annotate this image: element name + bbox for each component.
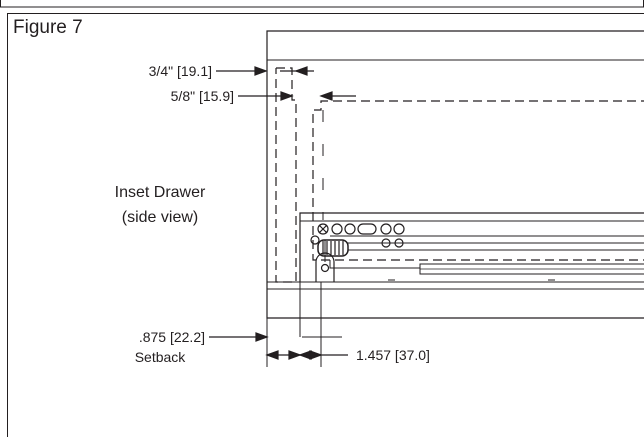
latch-pin bbox=[320, 263, 330, 273]
dim-label-bottom-width: 1.457 [37.0] bbox=[356, 347, 430, 363]
arrow-right bbox=[288, 350, 302, 360]
dim-label-setback: Setback bbox=[135, 349, 187, 365]
dimension-arrows bbox=[209, 66, 356, 360]
slide-hole bbox=[344, 223, 356, 235]
arrow-left bbox=[319, 91, 333, 101]
caption-line-2: (side view) bbox=[122, 209, 198, 226]
arrow-right bbox=[254, 66, 268, 76]
slide-hole bbox=[393, 223, 405, 235]
arrow-right bbox=[309, 350, 323, 360]
arrow-left bbox=[265, 350, 279, 360]
arrow-left bbox=[294, 66, 308, 76]
slide-hole-lower bbox=[310, 235, 320, 245]
drawer-front-dashed bbox=[275, 67, 297, 283]
slide-bracket bbox=[329, 260, 420, 269]
slide-hole bbox=[331, 223, 343, 235]
figure-title: Figure 7 bbox=[13, 17, 83, 38]
slide-hole-screw bbox=[317, 223, 329, 235]
slide-slot bbox=[357, 223, 377, 235]
arrow-left bbox=[298, 350, 312, 360]
cabinet-drawing bbox=[266, 30, 644, 367]
caption-line-1: Inset Drawer bbox=[115, 184, 206, 201]
dim-label-setback-value: .875 [22.2] bbox=[139, 329, 205, 345]
top-strip bbox=[0, 0, 644, 8]
drawer-box-dashed bbox=[312, 100, 644, 261]
cabinet-outline bbox=[266, 30, 644, 319]
dim-label-inner-offset: 5/8" [15.9] bbox=[171, 88, 234, 104]
slide-hole bbox=[380, 223, 392, 235]
arrow-right bbox=[280, 91, 294, 101]
slide-hole-lower bbox=[394, 238, 404, 248]
dim-label-top-offset: 3/4" [19.1] bbox=[149, 63, 212, 79]
slide-runner bbox=[299, 212, 644, 282]
screw-slot-2 bbox=[318, 224, 328, 234]
arrow-right bbox=[255, 332, 269, 342]
slide-holes bbox=[310, 223, 405, 248]
figure-border bbox=[7, 13, 644, 437]
slide-hole-lower bbox=[381, 238, 391, 248]
